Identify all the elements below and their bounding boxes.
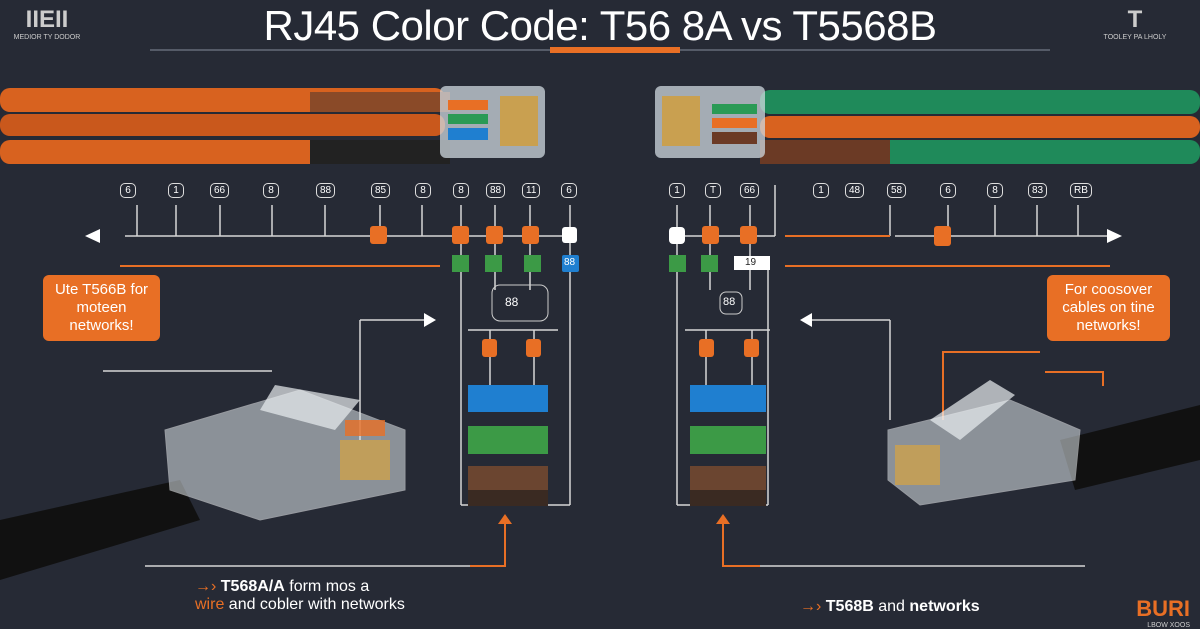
orange-pin-marker	[744, 339, 759, 357]
green-pin-marker	[701, 255, 718, 272]
pin-label: 6	[940, 183, 956, 198]
left-cable-bundle	[0, 88, 450, 164]
title-accent	[550, 47, 680, 53]
right-orange-connector	[722, 520, 760, 567]
right-rj45-connector	[655, 86, 765, 158]
brand-tagline: LBOW XOOS	[1147, 622, 1190, 629]
pin-label: 48	[845, 183, 865, 198]
pin-label: 8	[263, 183, 279, 198]
pin-label: RB	[1070, 183, 1092, 198]
pin-label: 85	[371, 183, 391, 198]
pin-label: 66	[210, 183, 230, 198]
logo-caption: MEDIOR TY DODOR	[13, 34, 81, 41]
page-title: RJ45 Color Code: T56 8A vs T5568B	[263, 2, 937, 49]
white-tag	[734, 256, 770, 270]
caption-text: form mos a	[284, 578, 370, 595]
shield-icon: T	[1127, 6, 1143, 33]
double-arrow-icon: →›	[800, 598, 822, 615]
pin-label: 8	[987, 183, 1003, 198]
left-arrow-icon	[85, 229, 100, 243]
left-center-label: 88	[505, 295, 519, 309]
left-pointing-arrow-icon	[800, 313, 812, 327]
white-tag-label: 19	[745, 257, 757, 268]
up-arrow-icon	[716, 514, 730, 524]
left-corner-logo: IIEII MEDIOR TY DODOR	[12, 6, 82, 41]
pin-label: 58	[887, 183, 907, 198]
right-center-label: 88	[723, 296, 736, 308]
orange-pin-marker	[702, 226, 719, 244]
orange-pin-marker	[482, 339, 497, 357]
orange-pin-marker	[740, 226, 757, 244]
right-caption: →› T568B and networks	[800, 598, 980, 616]
logo-mark: IIEII	[25, 6, 69, 33]
right-wire-color-stack	[690, 385, 766, 506]
double-arrow-icon: →›	[195, 578, 217, 595]
left-orange-connector	[470, 520, 506, 567]
blue-pin-marker	[562, 255, 579, 272]
brand-logo: BURI LBOW XOOS	[1075, 596, 1190, 629]
right-pointing-arrow-icon	[424, 313, 436, 327]
caption-text: networks	[909, 598, 980, 615]
green-pin-marker	[524, 255, 541, 272]
orange-pin-marker	[370, 226, 387, 244]
orange-pin-marker	[522, 226, 539, 244]
pin-label: 66	[740, 183, 760, 198]
orange-pin-marker	[486, 226, 503, 244]
caption-text: and cobler with networks	[224, 596, 405, 613]
left-wire-color-stack	[468, 385, 548, 506]
right-cable-bundle	[760, 90, 1200, 164]
caption-text: and	[873, 598, 910, 615]
brand-name: BURI	[1136, 596, 1190, 621]
left-caption: →› T568A/A form mos a wire and cobler wi…	[195, 578, 405, 614]
green-pin-marker	[485, 255, 502, 272]
pin-label: 83	[1028, 183, 1048, 198]
pin-label: 88	[316, 183, 336, 198]
right-arrow-icon	[1107, 229, 1122, 243]
pin-label: 1	[669, 183, 685, 198]
left-rj45-connector	[440, 86, 545, 158]
pin-label: 11	[522, 183, 541, 198]
t568b-note: Ute T566B for moteen networks!	[43, 275, 160, 341]
pin-label: 6	[561, 183, 577, 198]
left-rj45-plug-illustration	[0, 385, 406, 580]
up-arrow-icon	[498, 514, 512, 524]
pin-label: 88	[486, 183, 506, 198]
caption-standard: T568B	[825, 598, 874, 615]
pin-label: 8	[453, 183, 469, 198]
left-pin-lines	[103, 205, 571, 567]
right-corner-logo: T TOOLEY PA LHOLY	[1100, 6, 1170, 41]
orange-pin-marker	[526, 339, 541, 357]
caption-accent: wire	[195, 596, 225, 613]
pin-label: 1	[168, 183, 184, 198]
orange-pin-marker	[452, 226, 469, 244]
white-pin-marker	[562, 227, 577, 243]
pin-label: 6	[120, 183, 136, 198]
blue-tag-label: 88	[564, 257, 576, 268]
orange-pin-marker	[699, 339, 714, 357]
caption-standard: T568A/A	[220, 578, 285, 595]
center-label-frame	[491, 284, 549, 322]
green-pin-marker	[669, 255, 686, 272]
white-pin-marker	[669, 227, 685, 244]
logo-caption: TOOLEY PA LHOLY	[1103, 34, 1167, 41]
pin-label: T	[705, 183, 721, 198]
green-pin-marker	[452, 255, 469, 272]
pin-label: 1	[813, 183, 829, 198]
pin-label: 8	[415, 183, 431, 198]
orange-pin-marker	[934, 226, 951, 246]
right-rj45-plug-illustration	[887, 380, 1200, 506]
crossover-note: For coosover cables on tine networks!	[1047, 275, 1170, 341]
